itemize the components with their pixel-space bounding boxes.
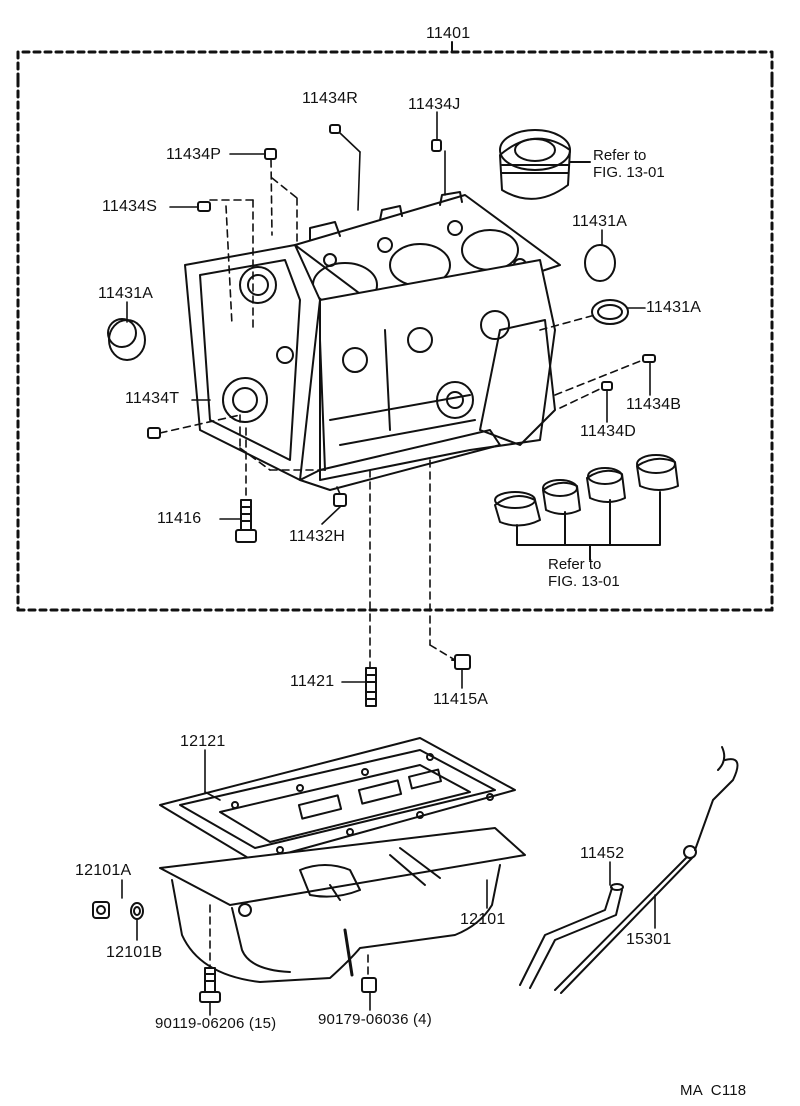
- piston: [499, 129, 571, 200]
- plug-11434R: [329, 124, 341, 134]
- oil-pan: [159, 827, 526, 983]
- expansion-plug-top-right: [584, 244, 616, 282]
- label-11434S: 11434S: [102, 198, 158, 215]
- piston-refer-note-line1: Refer to: [593, 147, 647, 164]
- bearing-4: [636, 454, 679, 491]
- piston-refer-note-line2: FIG. 13-01: [593, 164, 665, 181]
- gasket-12101B: [130, 902, 144, 920]
- plug-11434B: [642, 354, 656, 363]
- label-90119-06206: 90119-06206 (15): [155, 1015, 277, 1032]
- bearing-refer-note-line2: FIG. 13-01: [548, 573, 620, 590]
- expansion-plug-right: [591, 299, 629, 325]
- label-11452: 11452: [580, 845, 625, 862]
- expansion-plug-left: [107, 318, 146, 361]
- label-11431A-top: 11431A: [572, 213, 628, 230]
- nut-90179: [361, 977, 377, 993]
- oil-level-gauge-guide: [519, 883, 624, 989]
- label-11434P: 11434P: [166, 146, 222, 163]
- bearing-3: [586, 467, 626, 503]
- label-11434T: 11434T: [125, 390, 180, 407]
- label-11434R: 11434R: [302, 90, 359, 107]
- label-11431A-left: 11431A: [98, 285, 154, 302]
- plug-11434P: [264, 148, 277, 160]
- label-11434J: 11434J: [408, 96, 461, 113]
- label-11421: 11421: [290, 673, 335, 690]
- bearing-1: [494, 491, 541, 527]
- label-11431A-right: 11431A: [646, 299, 702, 316]
- label-assembly-11401: 11401: [426, 25, 471, 42]
- label-12101A: 12101A: [75, 862, 132, 879]
- bearing-refer-note-line1: Refer to: [548, 556, 602, 573]
- drain-cock-11432H: [333, 493, 347, 507]
- label-15301: 15301: [626, 931, 672, 948]
- plug-11434J: [431, 139, 442, 152]
- bearing-2: [542, 479, 581, 515]
- stud-11421: [365, 667, 377, 707]
- bolt-90119: [199, 967, 221, 1003]
- oil-level-gauge: [554, 746, 739, 994]
- label-11432H: 11432H: [289, 528, 346, 545]
- label-11415A: 11415A: [433, 691, 489, 708]
- drain-plug-12101A: [92, 901, 110, 919]
- bolt-11416: [235, 499, 257, 543]
- plug-11415A: [451, 654, 471, 670]
- label-12121: 12121: [180, 733, 226, 750]
- assembly-bracket: [16, 50, 774, 612]
- label-11434D: 11434D: [580, 423, 637, 440]
- plug-11434T: [147, 427, 161, 439]
- figure-code: MA C118: [680, 1082, 747, 1099]
- plug-11434S: [197, 201, 211, 212]
- plug-11434D: [601, 381, 613, 391]
- label-90179-06036: 90179-06036 (4): [318, 1011, 432, 1028]
- label-12101B: 12101B: [106, 944, 163, 961]
- engine-block: [184, 191, 561, 491]
- oil-pan-gasket: [159, 737, 516, 863]
- label-11434B: 11434B: [626, 396, 682, 413]
- label-11416: 11416: [157, 510, 202, 527]
- leader-lines: [121, 111, 656, 1016]
- label-12101: 12101: [460, 911, 506, 928]
- installation-lines: [159, 159, 644, 979]
